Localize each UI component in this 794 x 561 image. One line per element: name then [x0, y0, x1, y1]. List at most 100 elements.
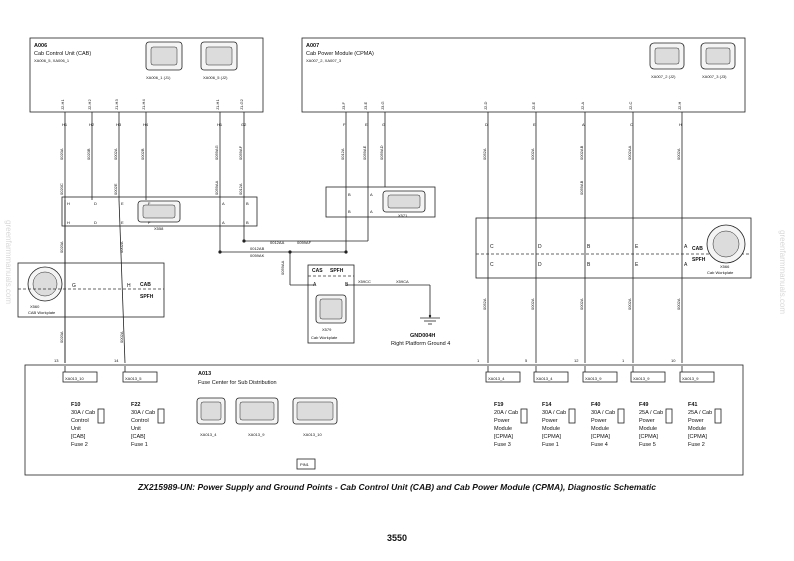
wire-label: 0012A	[238, 183, 243, 195]
wire-label: 0020A	[59, 148, 64, 160]
x579-connector-icon	[315, 294, 347, 324]
fuse-center-a013: A013 Fuse Center for Sub Distribution XA…	[24, 364, 744, 476]
x560-pin-g: G	[72, 283, 76, 289]
fuse-rating: 25A / Cab	[639, 410, 663, 416]
cab-pin-label: J2-H1	[60, 99, 65, 110]
fuse-desc-line: Module	[542, 426, 560, 432]
fuse-desc-line: Fuse 5	[639, 442, 656, 448]
cpma-connectors: XA007_2, XA007_3	[306, 58, 342, 63]
x558-pin: H	[67, 220, 70, 225]
fuse-desc-line: [CPMA]	[494, 434, 513, 440]
wire-label: 0059AD	[379, 145, 384, 160]
fuse-desc-line: Fuse 2	[688, 442, 705, 448]
fuse-id: F40	[591, 402, 600, 408]
fuse-connector-label: XA013_4	[488, 376, 505, 381]
x571-pin: B	[348, 209, 351, 214]
fuse-connector-tag	[582, 371, 618, 383]
wire-label: 0012A	[340, 148, 345, 160]
cab-name: Cab Control Unit (CAB)	[34, 51, 91, 57]
x566-tag1: CAB	[692, 246, 703, 252]
connector-x560: X560 CAB Workplate CAB SPFH G H	[17, 262, 165, 318]
fuse-desc-line: Power	[542, 418, 558, 424]
fuse-id: F10	[71, 402, 80, 408]
fuse-desc-line: Module	[591, 426, 609, 432]
fuse-desc-line: Module	[688, 426, 706, 432]
x558-pin: A	[222, 220, 225, 225]
fuse-symbol-icon	[714, 408, 722, 424]
wire-label: 0052A	[482, 298, 487, 310]
wire-label: 0002E	[113, 183, 118, 195]
fuse-desc-line: Control	[131, 418, 149, 424]
cpma-pin-label: J2-D	[483, 101, 488, 110]
fuse-desc-line: [CAB]	[131, 434, 146, 440]
cab-pin-label: J1-H4	[141, 99, 146, 110]
fuse-rating: 30A / Cab	[591, 410, 615, 416]
fuse-symbol-icon	[97, 408, 105, 424]
cpma-pin-label: J2-H	[677, 101, 682, 110]
wire-label: 0020C	[59, 183, 64, 195]
connector-x571: X571	[325, 186, 436, 218]
wire-label: 0002A	[530, 148, 535, 160]
wire-label: 0059AG	[214, 145, 219, 160]
x566-pin: C	[490, 262, 494, 268]
x571-pin: A	[370, 209, 373, 214]
cpma-pin-label: J2-C	[628, 101, 633, 110]
wire-label: 0052A	[482, 148, 487, 160]
fuse-connector-label: XA013_4	[536, 376, 553, 381]
cpma-connector-j3-icon	[700, 42, 736, 70]
cab-pin-label: J2-H2	[87, 99, 92, 110]
cpma-pin-id: H	[679, 122, 682, 127]
fuse-desc-line: Unit	[71, 426, 81, 432]
x558-pin: E	[121, 220, 124, 225]
x560-pin-h: H	[127, 283, 131, 289]
ground-label: Right Platform Ground 4	[391, 341, 450, 347]
wire-to-gnd: X59CA	[396, 279, 409, 284]
cpma-conn2-label: XA007_3 (J3)	[702, 74, 727, 79]
fuse-rating: 30A / Cab	[71, 410, 95, 416]
fuse-id: F41	[688, 402, 697, 408]
fuse-desc-line: Fuse 3	[494, 442, 511, 448]
x558-pin: F	[148, 220, 151, 225]
fuse-connector-tag	[122, 371, 158, 383]
fuse-connector-label: XA013_9	[633, 376, 650, 381]
fuse-desc-line: [CPMA]	[591, 434, 610, 440]
cab-conn2-label: XA006_5 (J2)	[203, 75, 228, 80]
x560-tag2: SPFH	[140, 294, 154, 300]
fuse-conn-label-3: XA013_10	[303, 432, 322, 437]
x566-name: X566	[720, 264, 730, 269]
ground-icon	[428, 314, 432, 318]
fuse-desc-line: [CPMA]	[542, 434, 561, 440]
wire-label: 0059AA	[214, 180, 219, 195]
fuse-desc-line: Fuse 2	[71, 442, 88, 448]
fuse-id: F19	[494, 402, 503, 408]
x558-pin: B	[246, 220, 249, 225]
page-number: 3550	[386, 533, 408, 543]
figure-caption: ZX215989-UN: Power Supply and Ground Poi…	[137, 482, 657, 492]
cpma-pin-id: E	[365, 122, 368, 127]
x558-pin: H	[67, 201, 70, 206]
fuse-symbol-icon	[157, 408, 165, 424]
x571-connector-icon	[382, 190, 426, 213]
fuse-symbol-icon	[568, 408, 576, 424]
fuse-pin: 13	[54, 358, 59, 363]
fuse-center-id: A013	[198, 371, 211, 377]
wire-junction-4: 0059AF	[297, 240, 312, 245]
connector-x558: X558	[61, 196, 258, 231]
x558-label: X558	[154, 226, 164, 231]
fuse-desc-line: Fuse 1	[542, 442, 559, 448]
cpma-pin-id: C	[630, 122, 633, 127]
connector-x579: CAS SPFH A B X579 Cab Workplate	[307, 264, 355, 344]
cab-pin-group: J2-H1H1J2-H2H2J1-H3H3J1-H4H4J1-H1H1J1-G2…	[60, 98, 247, 127]
fuse-desc-line: Module	[494, 426, 512, 432]
fuse-symbol-icon	[520, 408, 528, 424]
fuse-desc-line: [CAB]	[71, 434, 86, 440]
fuse-id: F14	[542, 402, 552, 408]
wire-label: 0002B	[140, 148, 145, 160]
x558-pin: A	[222, 201, 225, 206]
cpma-id: A007	[306, 43, 319, 49]
x579-label: Cab Workplate	[311, 335, 338, 340]
x566-connector-icon	[706, 224, 746, 264]
wire-label: 0002A	[676, 148, 681, 160]
fuse-pin: 5	[525, 358, 528, 363]
